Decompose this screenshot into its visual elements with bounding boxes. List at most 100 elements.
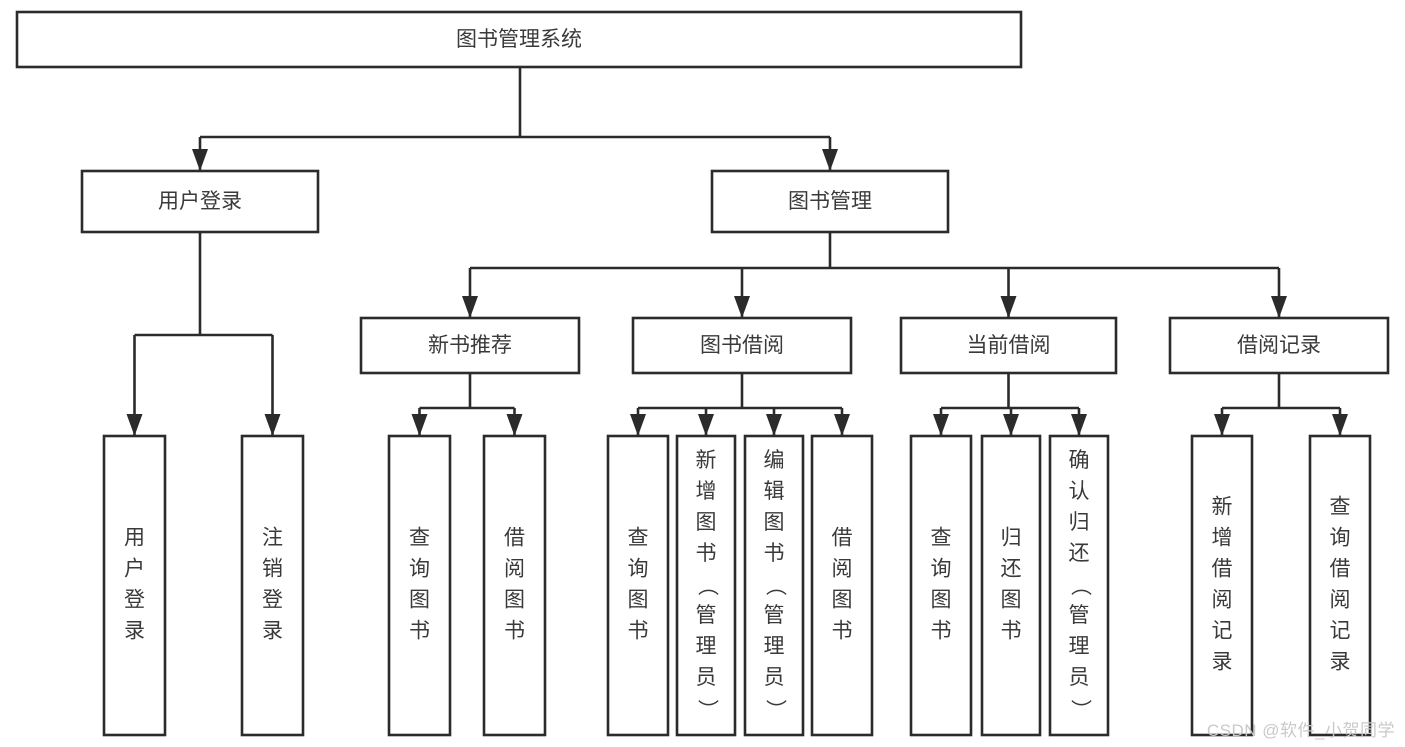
node-label-char: 理 bbox=[1069, 635, 1090, 658]
arrow-user-login-do bbox=[126, 414, 143, 436]
node-box-add-book[interactable] bbox=[675, 434, 737, 737]
arrow-book-borrow bbox=[734, 296, 750, 318]
node-box-book-manage[interactable] bbox=[710, 169, 950, 234]
node-label-char: 员 bbox=[696, 666, 717, 689]
node-box-return-book[interactable] bbox=[980, 434, 1042, 737]
node-current-borrow[interactable]: 当前借阅 bbox=[899, 316, 1118, 375]
arrow-user-login bbox=[192, 149, 208, 171]
node-box-borrow-record[interactable] bbox=[1168, 316, 1390, 375]
node-box-current-borrow[interactable] bbox=[899, 316, 1118, 375]
node-new-book-recommend[interactable]: 新书推荐 bbox=[359, 316, 581, 375]
arrow-query-book-3 bbox=[933, 414, 949, 436]
node-label-char: 理 bbox=[764, 635, 785, 658]
node-box-book-borrow[interactable] bbox=[631, 316, 853, 375]
node-label-char: 书 bbox=[628, 620, 649, 643]
arrow-add-borrow-record bbox=[1214, 414, 1230, 436]
node-box-new-book-recommend[interactable] bbox=[359, 316, 581, 375]
node-book-manage[interactable]: 图书管理 bbox=[710, 169, 950, 234]
node-label-char: 阅 bbox=[504, 558, 525, 581]
node-label-char: 借 bbox=[1212, 558, 1233, 581]
node-box-borrow-book-2[interactable] bbox=[810, 434, 874, 737]
node-label-current-borrow: 当前借阅 bbox=[967, 334, 1051, 357]
node-label-char: 查 bbox=[628, 527, 649, 550]
node-box-add-borrow-record[interactable] bbox=[1190, 434, 1254, 737]
node-box-user-login-do[interactable] bbox=[102, 434, 167, 737]
node-box-confirm-return[interactable] bbox=[1048, 434, 1110, 737]
node-root: 图书管理系统 bbox=[15, 10, 1023, 69]
arrow-query-borrow-record bbox=[1332, 414, 1348, 436]
node-label-char: 书 bbox=[764, 542, 785, 565]
node-label-char: ） bbox=[1068, 699, 1091, 720]
node-label-char: 确 bbox=[1069, 449, 1090, 472]
node-label-user-login: 用户登录 bbox=[158, 190, 242, 213]
node-box-user-login[interactable] bbox=[80, 169, 320, 234]
node-label-char: 书 bbox=[696, 542, 717, 565]
arrow-user-logout bbox=[264, 414, 281, 436]
node-label-char: 图 bbox=[764, 511, 785, 534]
node-label-char: 书 bbox=[504, 620, 525, 643]
node-box-query-book-1[interactable] bbox=[387, 434, 452, 737]
node-label-char: 查 bbox=[409, 527, 430, 550]
node-label-char: 借 bbox=[832, 527, 853, 550]
arrow-current-borrow bbox=[1000, 296, 1017, 318]
arrow-borrow-book-2 bbox=[834, 414, 850, 436]
node-borrow-record[interactable]: 借阅记录 bbox=[1168, 316, 1390, 375]
node-label-char: 员 bbox=[1069, 666, 1090, 689]
node-label-char: 书 bbox=[931, 620, 952, 643]
csdn-watermark: CSDN @软件_小贺同学 bbox=[1206, 721, 1395, 740]
arrow-borrow-record bbox=[1271, 296, 1287, 318]
node-label-char: 录 bbox=[1212, 651, 1233, 674]
node-label-char: 记 bbox=[1212, 620, 1233, 643]
node-label-char: 询 bbox=[1330, 527, 1351, 550]
node-label-char: 记 bbox=[1330, 620, 1351, 643]
node-book-borrow[interactable]: 图书借阅 bbox=[631, 316, 853, 375]
node-box-user-logout[interactable] bbox=[240, 434, 305, 737]
node-label-char: 录 bbox=[262, 620, 283, 643]
node-label-char: （ bbox=[763, 575, 786, 596]
node-box-borrow-book-1[interactable] bbox=[482, 434, 547, 737]
node-label-char: 阅 bbox=[1212, 589, 1233, 612]
node-label-char: 借 bbox=[1330, 558, 1351, 581]
node-label-borrow-record: 借阅记录 bbox=[1237, 334, 1321, 357]
node-box-query-book-3[interactable] bbox=[909, 434, 973, 737]
node-label-char: 辑 bbox=[764, 480, 785, 503]
arrow-new-book-recommend bbox=[462, 296, 478, 318]
node-label-char: 询 bbox=[409, 558, 430, 581]
node-user-login[interactable]: 用户登录 bbox=[80, 169, 320, 234]
node-label-char: 销 bbox=[262, 558, 283, 581]
node-box-edit-book[interactable] bbox=[743, 434, 805, 737]
node-box-query-borrow-record[interactable] bbox=[1308, 434, 1372, 737]
node-label-char: 图 bbox=[1001, 589, 1022, 612]
node-label-char: 借 bbox=[504, 527, 525, 550]
node-box-query-book-2[interactable] bbox=[606, 434, 670, 737]
node-label-char: 编 bbox=[764, 449, 785, 472]
arrow-book-manage bbox=[822, 149, 838, 171]
arrow-query-book-2 bbox=[630, 414, 646, 436]
node-user-login-do[interactable]: 用户登录 bbox=[102, 434, 167, 737]
node-label-char: ） bbox=[763, 699, 786, 720]
node-box-root[interactable] bbox=[15, 10, 1023, 69]
node-label-char: 归 bbox=[1069, 511, 1090, 534]
node-label-char: 图 bbox=[931, 589, 952, 612]
arrow-confirm-return bbox=[1071, 414, 1087, 436]
